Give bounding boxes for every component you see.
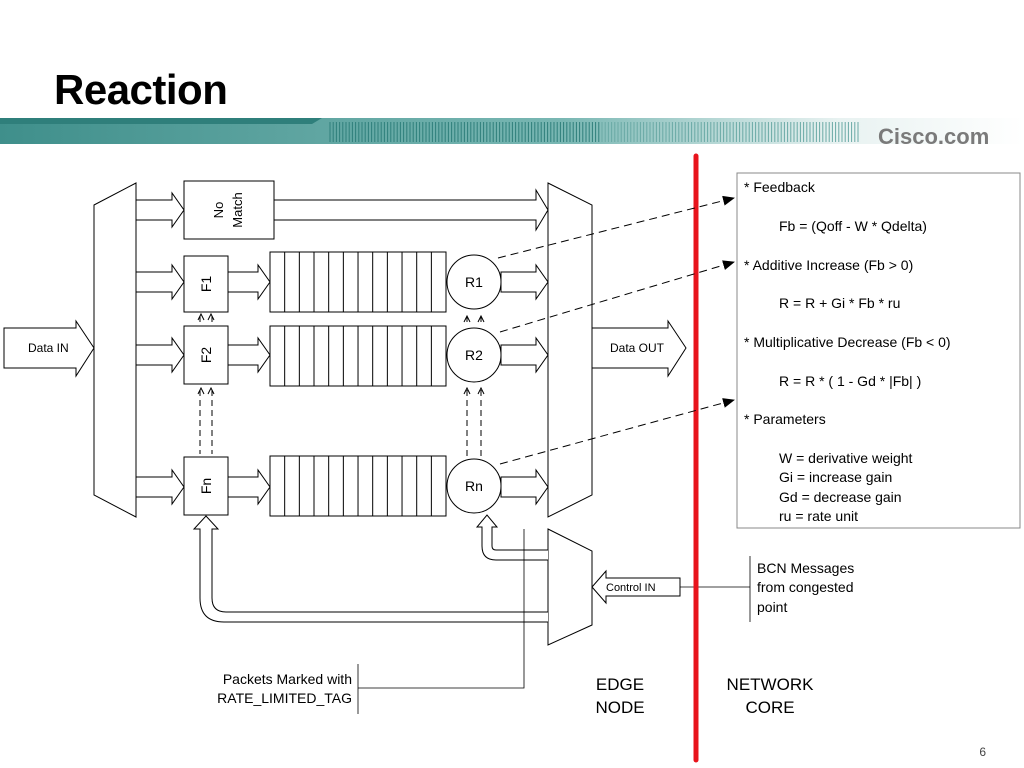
arrow-nomatch-to-mux xyxy=(273,188,549,232)
no-match-label-1: No xyxy=(211,202,226,219)
packets-marked-line-2: RATE_LIMITED_TAG xyxy=(217,690,352,706)
param-w: W = derivative weight xyxy=(779,450,913,466)
dashed-arrow-r2 xyxy=(499,260,735,333)
edge-node-line-1: EDGE xyxy=(596,675,644,694)
slide-title: Reaction xyxy=(54,66,228,113)
bcn-line-2: from congested xyxy=(757,579,854,595)
param-gi: Gi = increase gain xyxy=(779,469,892,485)
packets-marked-line-1: Packets Marked with xyxy=(223,671,352,687)
arrow-rn-to-mux xyxy=(500,468,549,506)
control-demux xyxy=(547,528,593,646)
arrow-fn-to-queue xyxy=(227,468,271,506)
arrow-r2-to-mux xyxy=(500,336,549,374)
param-gd: Gd = decrease gain xyxy=(779,489,902,505)
rate-limiter-label-rn: Rn xyxy=(465,478,483,494)
bcn-line-1: BCN Messages xyxy=(757,560,854,576)
param-ru: ru = rate unit xyxy=(779,508,858,524)
data-in-label: Data IN xyxy=(28,341,69,355)
queue-slots xyxy=(284,252,432,516)
multiplicative-decrease-header: * Multiplicative Decrease (Fb < 0) xyxy=(744,334,951,350)
banner-stripes xyxy=(329,122,859,142)
arrow-demux-to-nomatch xyxy=(135,191,185,229)
flow-row-fn: Fn Rn xyxy=(135,455,549,517)
dashed-arrow-r1 xyxy=(497,195,735,259)
rate-limiter-label-r1: R1 xyxy=(465,274,483,290)
flow-box-fn xyxy=(183,456,229,516)
additive-increase-header: * Additive Increase (Fb > 0) xyxy=(744,257,913,273)
feedback-header: * Feedback xyxy=(744,179,816,195)
dashed-arrow-rn xyxy=(499,398,735,465)
arrow-demux-to-fn xyxy=(135,468,185,506)
input-demux xyxy=(93,182,137,518)
feedback-to-fn-arrow xyxy=(192,515,548,623)
feedback-to-rn-arrow xyxy=(475,514,548,561)
page-number: 6 xyxy=(979,745,986,759)
formula-dashed-arrows xyxy=(497,195,735,465)
flow-dashed-links xyxy=(199,316,482,456)
edge-node-line-2: NODE xyxy=(595,698,644,717)
network-core-line-1: NETWORK xyxy=(727,675,815,694)
bcn-line-3: point xyxy=(757,599,787,615)
no-match-box xyxy=(183,180,275,240)
feedback-equation: Fb = (Qoff - W * Qdelta) xyxy=(779,218,927,234)
flow-label-f2: F2 xyxy=(198,347,214,364)
control-in-label: Control IN xyxy=(606,582,656,594)
formula-box xyxy=(736,172,1021,529)
flow-link-arrowheads xyxy=(197,312,485,395)
control-in-arrow: Control IN xyxy=(591,569,681,605)
flow-box-f2 xyxy=(183,325,229,385)
additive-increase-equation: R = R + Gi * Fb * ru xyxy=(779,295,900,311)
arrow-demux-to-f2 xyxy=(135,336,185,374)
formula-text: * Feedback Fb = (Qoff - W * Qdelta) * Ad… xyxy=(744,179,951,524)
arrow-f1-to-queue xyxy=(227,263,271,301)
rate-limiter-label-r2: R2 xyxy=(465,347,483,363)
output-mux xyxy=(547,182,593,518)
banner-accent xyxy=(0,118,322,124)
multiplicative-decrease-equation: R = R * ( 1 - Gd * |Fb| ) xyxy=(779,373,921,389)
flow-label-fn: Fn xyxy=(198,478,214,494)
arrow-r1-to-mux xyxy=(500,263,549,301)
packets-marked-leader xyxy=(358,529,525,689)
flow-row-f1: F1 R1 xyxy=(135,251,549,313)
arrow-f2-to-queue xyxy=(227,336,271,374)
network-core-line-2: CORE xyxy=(745,698,794,717)
flow-box-f1 xyxy=(183,255,229,313)
data-out-arrow: Data OUT xyxy=(591,319,687,378)
brand-logo-text: Cisco.com xyxy=(878,124,989,149)
data-in-arrow: Data IN xyxy=(3,319,95,378)
flow-row-f2: F2 R2 xyxy=(135,325,549,387)
arrow-demux-to-f1 xyxy=(135,263,185,301)
title-banner xyxy=(0,118,1024,144)
no-match-label-2: Match xyxy=(230,192,245,227)
data-out-label: Data OUT xyxy=(610,341,665,355)
flow-label-f1: F1 xyxy=(198,276,214,293)
parameters-header: * Parameters xyxy=(744,411,826,427)
